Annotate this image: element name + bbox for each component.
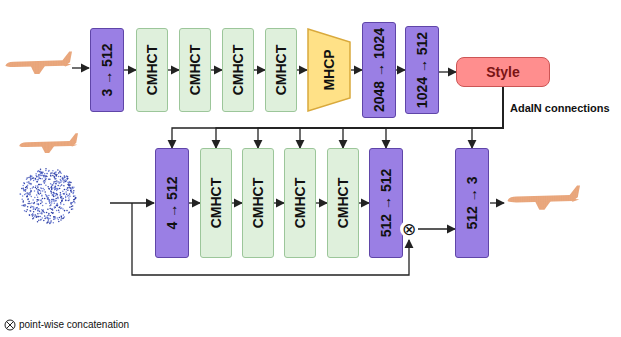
connector [124,69,136,70]
node-text: CMHCT [273,45,289,96]
input-point-cloud [5,51,72,73]
node-text: CMHCT [335,178,351,229]
connector [439,71,456,72]
input-point-cloud [19,133,78,153]
connector [232,202,242,203]
connector [297,69,307,70]
layer-box: 3 → 512 [90,28,124,112]
node-text: CMHCT [292,178,308,229]
connector [396,69,405,70]
node-text: CMHCT [187,45,203,96]
layer-box: 512 → 512 [369,148,403,258]
connector [168,69,179,70]
node-text: CMHCT [208,178,224,229]
layer-box: CMHCT [136,28,168,112]
concat-node: ⊗ [400,220,418,238]
node-text: MHCP [321,49,337,90]
connector [211,69,222,70]
connector [189,202,200,203]
layer-box: 1024 → 512 [405,26,439,114]
layer-box: 4 → 512 [155,148,189,258]
layer-box: 2048 → 1024 [362,22,396,118]
legend-text: point-wise concatenation [19,319,129,330]
connector [254,69,265,70]
layer-box: CMHCT [242,148,274,258]
layer-box: CMHCT [327,148,359,258]
node-text: Style [486,64,519,80]
annotation: AdaIN connections [510,102,610,114]
node-text: 4 → 512 [164,177,180,230]
node-text: 512 → 512 [378,169,394,238]
concat-symbol [5,320,15,330]
node-text: 3 → 512 [99,44,115,97]
style-box: Style [456,57,550,87]
output-arrow [490,202,504,203]
node-text: CMHCT [144,45,160,96]
connector [216,87,503,148]
pooling-trapezoid: MHCP [307,28,351,112]
node-text: 2048 → 1024 [371,28,387,112]
connector [359,202,369,203]
connector [418,228,455,229]
sphere-point-cloud [19,168,76,224]
connector [274,202,284,203]
connector [351,69,362,70]
node-text: CMHCT [250,178,266,229]
node-text: 512 → 3 [464,177,480,230]
connector [472,87,503,148]
layer-box: 512 → 3 [455,148,489,258]
node-text: CMHCT [230,45,246,96]
node-text: 1024 → 512 [414,32,430,108]
layer-box: CMHCT [265,28,297,112]
layer-box: CMHCT [200,148,232,258]
node-text: ⊗ [402,221,416,238]
connector [386,87,503,148]
output-point-cloud [507,185,580,209]
layer-box: CMHCT [179,28,211,112]
layer-box: CMHCT [222,28,254,112]
layer-box: CMHCT [284,148,316,258]
input-arrow [72,67,89,68]
connector [316,202,327,203]
